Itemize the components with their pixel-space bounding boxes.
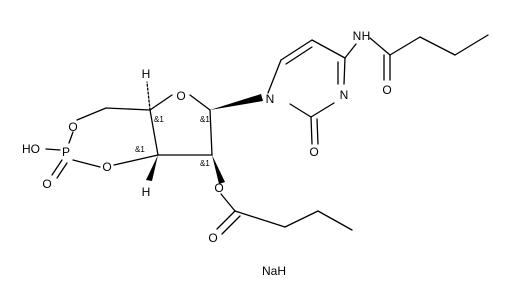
bond-ester-c2 [234,210,286,228]
bond-ester-c4 [317,210,353,231]
bond-c1-c2 [209,109,213,156]
bond-c4-h-hashed [146,81,151,111]
atom-n3: N [340,88,349,102]
bond-p-o-double [51,159,63,176]
bond-p-o3 [72,159,101,168]
stereo-c2: &1 [200,159,210,168]
ribose-ring-bonds [149,94,213,156]
bond-c4-n3 [343,57,346,85]
atom-o-ring: O [176,89,185,103]
bond-p-oh [45,148,61,151]
bond-c2-n1 [289,103,312,118]
bond-amide-c3 [419,36,456,56]
bond-p-o-double-2 [56,162,68,179]
atom-labels: O N N O N H O O O H H O O P HO O [22,29,392,245]
bond-c4-nh [344,43,357,59]
butyramide-chain-bonds [344,34,489,81]
atom-o-phos-lower: O [102,160,111,174]
bond-amide-c4 [454,34,489,56]
counterion-label: NaH [262,264,286,278]
bond-c3-c4 [149,109,159,156]
bond-o5-p [68,131,74,144]
atom-oh: HO [22,142,40,156]
bond-o4-c1 [189,94,211,111]
bond-n3-c2 [310,102,335,118]
bond-c4-o4 [149,94,173,111]
atom-o-p-double: O [42,177,51,191]
wedge-c2-o [212,155,225,184]
bond-c2-o-double [316,118,319,145]
bond-c6-c5 [280,39,313,61]
atom-nh-n: N [353,29,362,43]
wedge-c1-n1 [210,94,263,110]
atom-n1: N [266,92,275,106]
phosphate-ring-bonds [45,107,159,179]
stereo-c1: &1 [200,115,210,124]
stereo-c3: &1 [135,145,145,154]
wedge-c3-h [146,155,158,181]
atom-h-lower: H [142,185,151,199]
atom-nh-h: H [362,29,371,43]
atom-o-amide: O [382,83,391,97]
bond-ester-co [216,210,236,230]
bond-c5-o5 [76,107,107,121]
bond-ester-c3 [284,210,319,228]
stereo-c4: &1 [154,115,164,124]
pyrimidine-ring-bonds [267,39,346,145]
bond-c2-o [310,116,313,145]
butyrate-ester-bonds [216,193,353,235]
bond-nh-carbonyl [369,37,391,56]
bond-ester-co-double [221,215,241,235]
atom-p: P [62,145,70,159]
bond-c4-c5 [105,107,151,111]
atom-h-upper: H [142,67,151,81]
atom-o-carbonyl-ring: O [309,145,318,159]
bond-n1-c6 [267,59,282,94]
bond-o3-c3 [113,154,159,166]
stereo-labels: &1 &1 &1 &1 [135,115,210,168]
atom-o-ester-carbonyl: O [208,231,217,245]
bond-amide-c2 [389,36,421,56]
bond-o-ester-c [220,193,236,212]
atom-o-ester: O [214,181,223,195]
bond-c6-c5-double [285,46,313,65]
atom-o-phos-upper: O [68,120,77,134]
bond-c5-c4 [311,39,346,59]
